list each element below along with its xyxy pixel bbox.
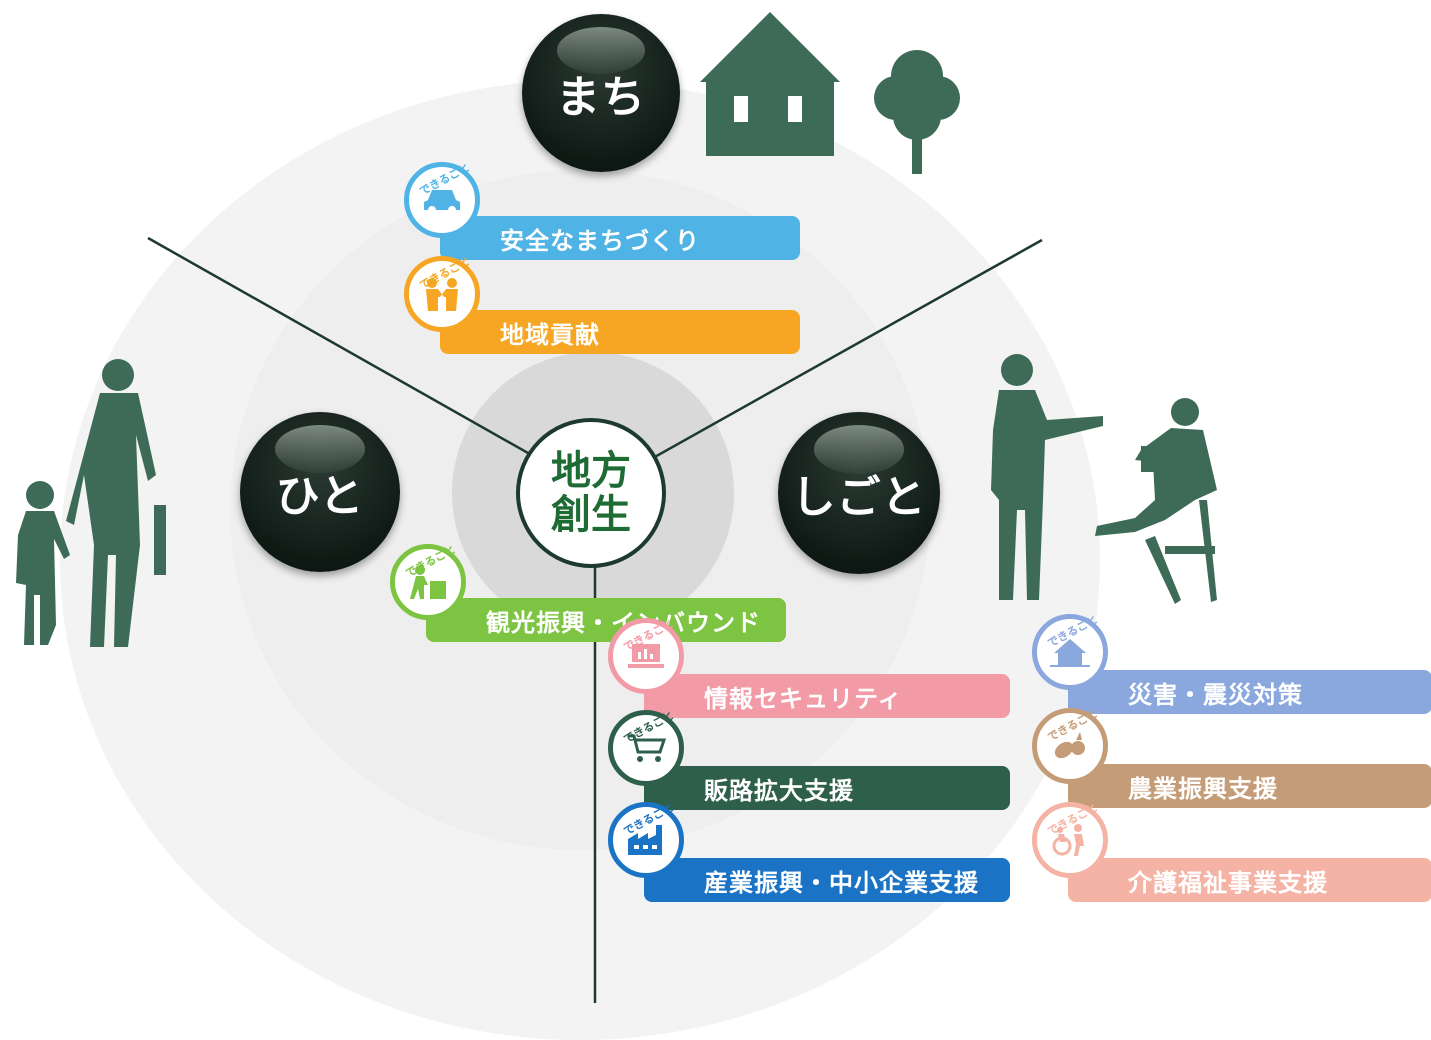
- traveler-icon: できること: [390, 543, 466, 620]
- tree-icon: [874, 50, 960, 174]
- car-icon: できること: [404, 161, 480, 238]
- house-icon: [700, 12, 840, 156]
- item-label: 安全なまちづくり: [500, 226, 700, 255]
- item-label: 災害・震災対策: [1128, 680, 1303, 709]
- wheelchair-icon: できること: [1032, 801, 1108, 878]
- vegetable-icon: できること: [1032, 707, 1108, 784]
- center-line2: 創生: [551, 492, 631, 538]
- item-label: 農業振興支援: [1128, 774, 1278, 803]
- house-shake-icon: できること: [1032, 613, 1108, 690]
- chihou-sousei-center: 地方 創生: [516, 418, 666, 568]
- machi-label: まち: [556, 72, 646, 123]
- factory-icon: できること: [608, 801, 684, 878]
- item-label: 介護福祉事業支援: [1128, 868, 1328, 897]
- hito-orb: ひと: [240, 412, 400, 572]
- center-line1: 地方: [551, 448, 631, 494]
- businesspeople-silhouette: [991, 354, 1217, 604]
- machi-orb: まち: [522, 14, 680, 172]
- handshake-icon: できること: [404, 255, 480, 332]
- hito-label: ひと: [275, 471, 365, 522]
- item-label: 地域貢献: [500, 320, 600, 349]
- shopping-cart-icon: できること: [608, 709, 684, 786]
- item-label: 産業振興・中小企業支援: [704, 868, 979, 897]
- laptop-icon: できること: [608, 617, 684, 694]
- shigoto-label: しごと: [791, 472, 927, 523]
- item-label: 販路拡大支援: [704, 776, 854, 805]
- shigoto-orb: しごと: [778, 412, 940, 574]
- parent-child-silhouette: [16, 359, 166, 647]
- item-label: 観光振興・インバウンド: [486, 608, 761, 637]
- item-label: 情報セキュリティ: [704, 684, 903, 713]
